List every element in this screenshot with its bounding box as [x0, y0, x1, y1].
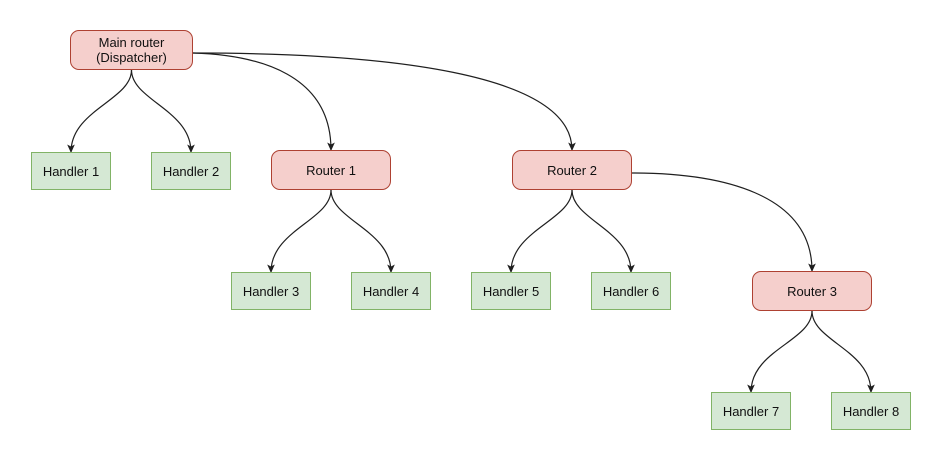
edge-router2-to-handler-6: [571, 189, 635, 273]
node-handler-8[interactable]: Handler 8: [831, 392, 911, 430]
edge-paths: [67, 52, 875, 393]
edge-router3-to-handler-7: [747, 310, 813, 393]
edge-main-to-handler-2: [130, 69, 195, 153]
node-router-2[interactable]: Router 2: [512, 150, 632, 190]
edge-router1-to-handler-3: [267, 189, 332, 273]
node-main-router[interactable]: Main router (Dispatcher): [70, 30, 193, 70]
node-handler-1[interactable]: Handler 1: [31, 152, 111, 190]
node-handler-7[interactable]: Handler 7: [711, 392, 791, 430]
node-handler-2[interactable]: Handler 2: [151, 152, 231, 190]
node-handler-3[interactable]: Handler 3: [231, 272, 311, 310]
node-handler-4[interactable]: Handler 4: [351, 272, 431, 310]
edge-router2-to-router-3: [631, 172, 816, 272]
edge-main-to-router-1: [192, 52, 335, 151]
node-router-3[interactable]: Router 3: [752, 271, 872, 311]
node-handler-5[interactable]: Handler 5: [471, 272, 551, 310]
edge-main-to-handler-1: [67, 69, 133, 153]
edge-router3-to-handler-8: [811, 310, 875, 393]
edge-router2-to-handler-5: [507, 189, 573, 273]
edge-main-to-router-2: [192, 52, 576, 151]
node-router-1[interactable]: Router 1: [271, 150, 391, 190]
edge-router1-to-handler-4: [330, 189, 395, 273]
node-handler-6[interactable]: Handler 6: [591, 272, 671, 310]
